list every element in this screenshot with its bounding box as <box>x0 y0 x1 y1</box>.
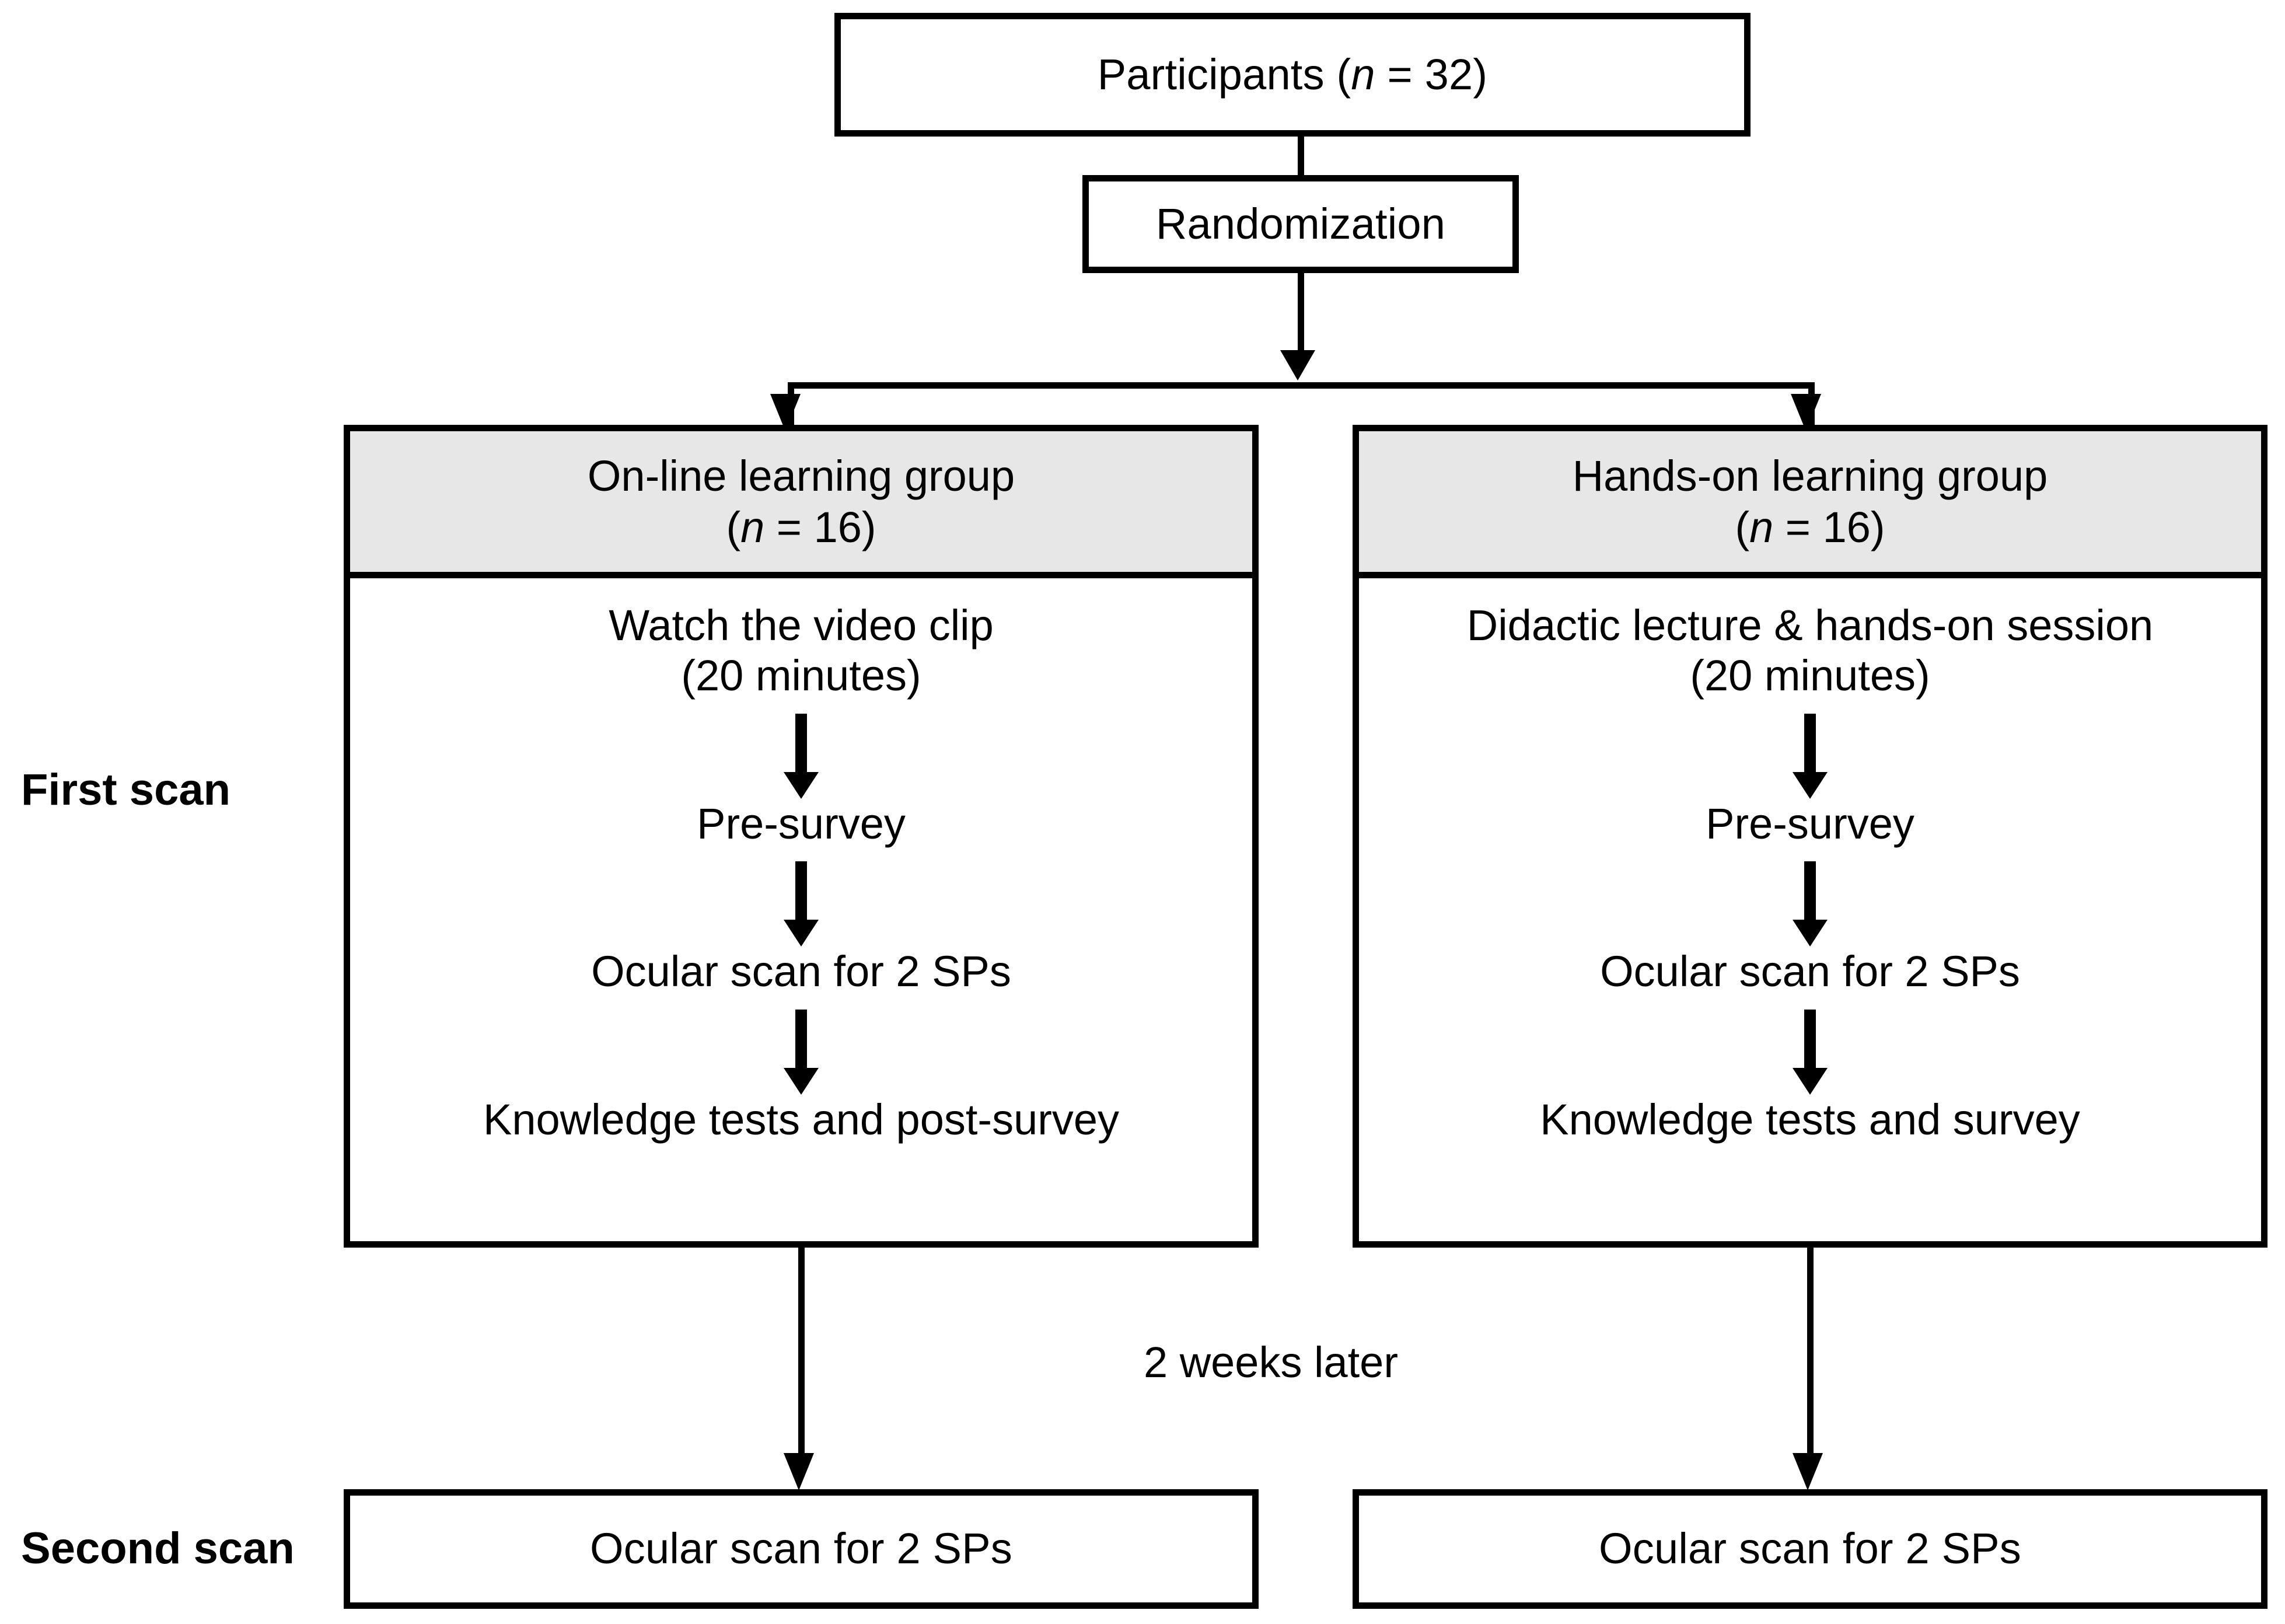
step-handson-2: Ocular scan for 2 SPs <box>1600 947 2020 996</box>
step-online-1: Pre-survey <box>697 799 906 848</box>
stage-label-second-scan: Second scan <box>21 1524 295 1573</box>
down-arrow-handson-1 <box>1793 713 1828 799</box>
second-scan-label-handson: Ocular scan for 2 SPs <box>1599 1524 2021 1573</box>
down-arrow-handson-3 <box>1793 1010 1828 1095</box>
step-handson-0: Didactic lecture & hands-on session (20 … <box>1467 600 2153 701</box>
step-online-0-line2: (20 minutes) <box>681 651 921 700</box>
connector-online-to-second-scan <box>798 1248 805 1464</box>
randomization-label: Randomization <box>1155 199 1446 248</box>
arrowhead-handson-second-scan <box>1793 1453 1823 1490</box>
down-arrow-online-2 <box>784 861 819 947</box>
group-header-handson: Hands-on learning group (n = 16) <box>1359 431 2261 578</box>
group-n-handson: (n = 16) <box>1735 502 1885 551</box>
down-arrow-online-1 <box>784 713 819 799</box>
group-header-online: On-line learning group (n = 16) <box>350 431 1252 578</box>
arrowhead-randomization-down <box>1280 350 1315 380</box>
second-scan-box-handson: Ocular scan for 2 SPs <box>1353 1489 2267 1609</box>
step-online-3: Knowledge tests and post-survey <box>483 1095 1120 1144</box>
group-title-online: On-line learning group <box>587 452 1015 501</box>
group-title-handson: Hands-on learning group <box>1572 452 2048 501</box>
group-panel-handson: Hands-on learning group (n = 16) Didacti… <box>1353 425 2267 1248</box>
group-body-online: Watch the video clip (20 minutes) Pre-su… <box>350 578 1252 1241</box>
down-arrow-online-3 <box>784 1010 819 1095</box>
group-panel-online: On-line learning group (n = 16) Watch th… <box>344 425 1259 1248</box>
stage-label-first-scan: First scan <box>21 765 231 815</box>
step-handson-3: Knowledge tests and survey <box>1540 1095 2080 1144</box>
n-symbol: n <box>1749 502 1774 551</box>
connector-split-bus <box>788 382 1815 389</box>
arrowhead-online-second-scan <box>784 1453 814 1490</box>
step-handson-1: Pre-survey <box>1706 799 1914 848</box>
down-arrow-handson-2 <box>1793 861 1828 947</box>
group-body-handson: Didactic lecture & hands-on session (20 … <box>1359 578 2261 1241</box>
step-online-2: Ocular scan for 2 SPs <box>591 947 1011 996</box>
second-scan-label-online: Ocular scan for 2 SPs <box>590 1524 1012 1573</box>
interval-note: 2 weeks later <box>1144 1338 1398 1386</box>
group-n-online: (n = 16) <box>726 502 876 551</box>
step-online-0: Watch the video clip (20 minutes) <box>609 600 993 701</box>
n-symbol: n <box>1351 50 1375 99</box>
n-symbol: n <box>740 502 765 551</box>
connector-randomization-down <box>1298 273 1304 355</box>
participants-box: Participants (n = 32) <box>834 13 1751 137</box>
connector-participants-to-randomization <box>1298 136 1304 176</box>
second-scan-box-online: Ocular scan for 2 SPs <box>344 1489 1259 1609</box>
step-handson-0-line1: Didactic lecture & hands-on session <box>1466 601 2154 649</box>
step-online-0-line1: Watch the video clip <box>609 601 994 649</box>
step-handson-0-line2: (20 minutes) <box>1690 651 1930 700</box>
connector-handson-to-second-scan <box>1807 1248 1814 1464</box>
randomization-box: Randomization <box>1082 175 1519 273</box>
participants-label: Participants (n = 32) <box>1097 50 1488 99</box>
